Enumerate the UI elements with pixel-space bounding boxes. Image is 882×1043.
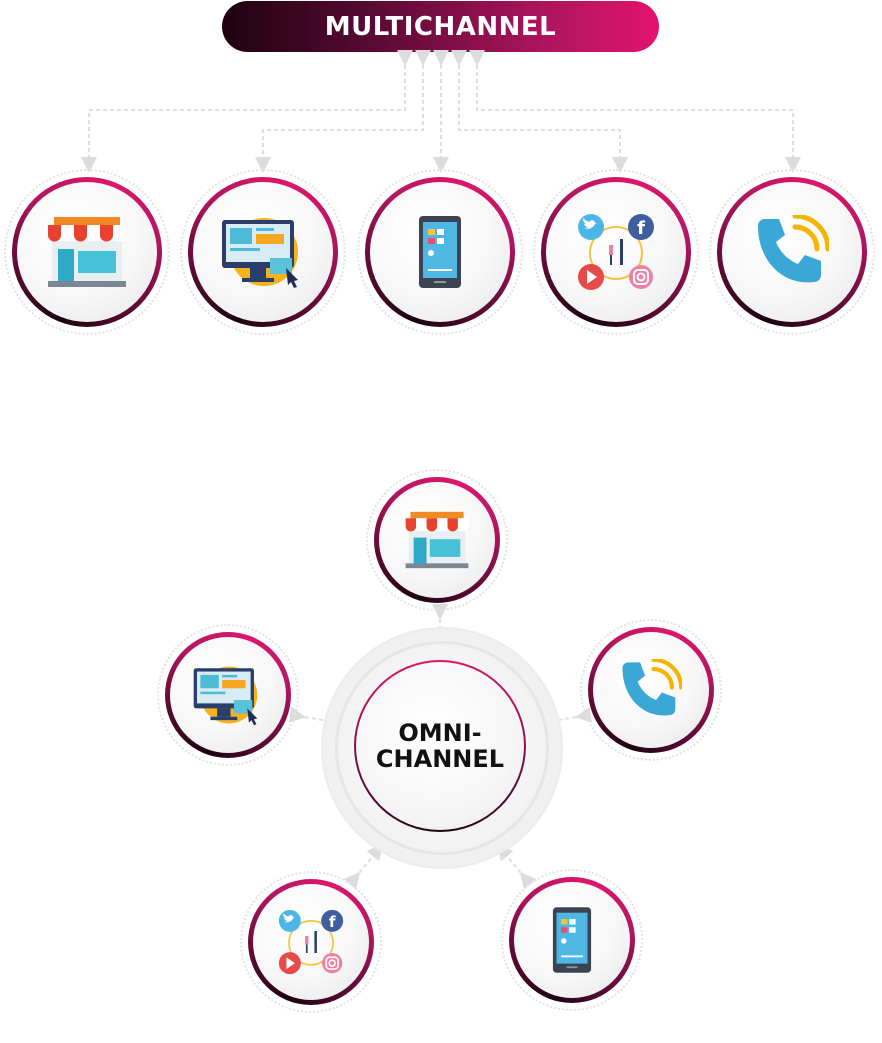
- omni-phone-channel: [580, 619, 722, 761]
- omni-mobile-channel: [501, 869, 643, 1011]
- mobile-phone-icon: [419, 216, 461, 288]
- mobile-phone-icon: [552, 907, 592, 973]
- omnichannel-label-line2: CHANNEL: [375, 745, 505, 773]
- phone-channel: [709, 169, 875, 335]
- multichannel-title: MULTICHANNEL: [324, 11, 557, 42]
- svg-text:f: f: [329, 913, 336, 931]
- phone-call-icon: [622, 659, 682, 716]
- mobile-channel: [357, 169, 523, 335]
- web-channel: [180, 169, 346, 335]
- social-media-icon: f: [278, 909, 344, 975]
- social-channel: f: [533, 169, 699, 335]
- svg-text:f: f: [637, 218, 645, 239]
- omni-social-channel: f: [240, 871, 382, 1013]
- store-icon: [405, 511, 469, 569]
- multichannel-header: MULTICHANNEL: [222, 1, 659, 52]
- web-desktop-icon: [193, 666, 258, 726]
- store-channel: [4, 169, 170, 335]
- web-desktop-icon: [222, 218, 298, 288]
- omni-store-channel: [366, 469, 508, 611]
- omnichannel-hub: OMNI- CHANNEL: [321, 627, 563, 869]
- phone-call-icon: [758, 215, 829, 283]
- omni-web-channel: [157, 624, 299, 766]
- store-icon: [48, 217, 126, 287]
- omnichannel-label-line1: OMNI-: [398, 719, 482, 747]
- social-media-icon: f: [578, 214, 654, 290]
